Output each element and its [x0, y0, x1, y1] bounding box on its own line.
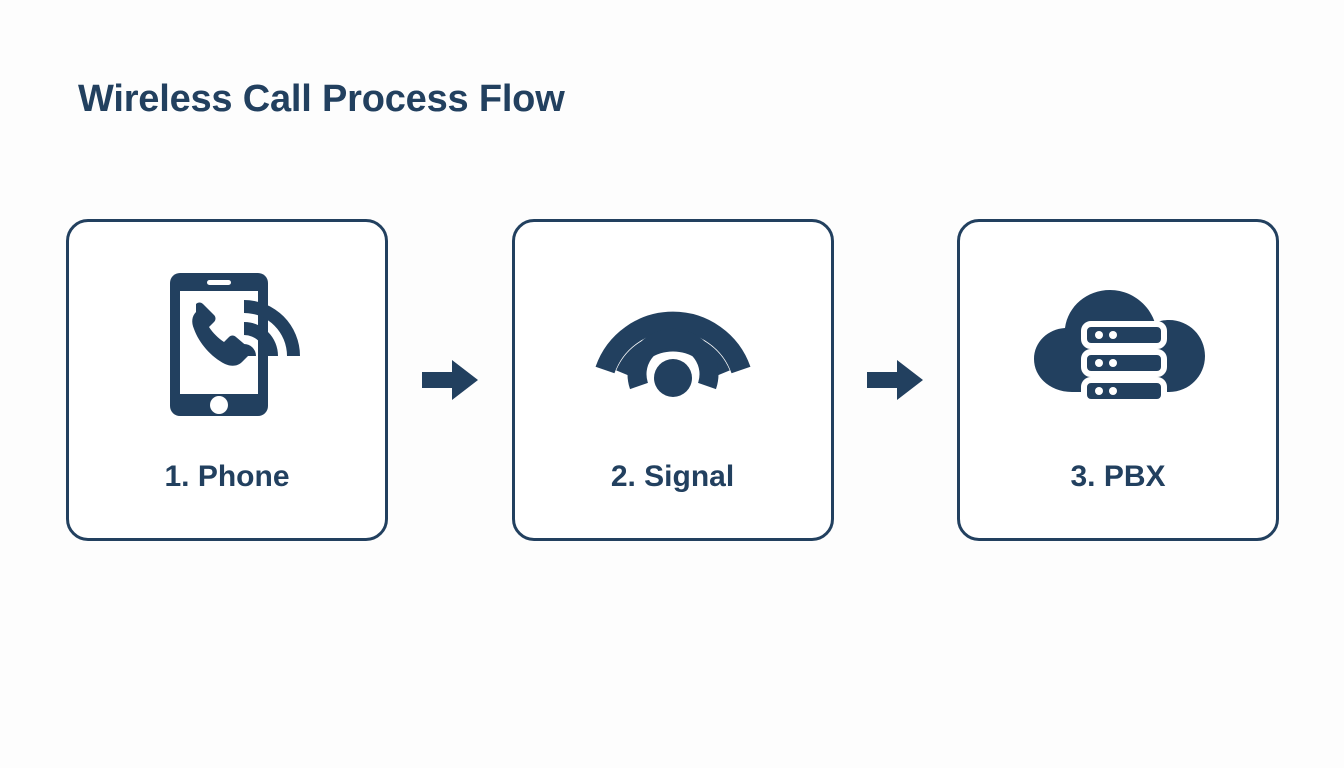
process-flow-row: 1. Phone	[66, 218, 1279, 542]
arrow-right-icon	[421, 358, 478, 402]
cloud-server-icon	[1028, 284, 1208, 404]
step-icon-wrap	[69, 244, 385, 444]
page-title: Wireless Call Process Flow	[78, 78, 565, 120]
step-card-signal[interactable]: 2. Signal	[511, 219, 834, 541]
mobile-phone-call-signal-icon	[152, 267, 302, 422]
flow-connector	[419, 349, 481, 411]
step-card-phone[interactable]: 1. Phone	[66, 219, 388, 541]
step-label: 2. Signal	[610, 460, 735, 493]
step-label: 1. Phone	[164, 460, 290, 493]
wireless-signal-icon	[595, 274, 751, 414]
step-card-pbx[interactable]: 3. PBX	[957, 219, 1279, 541]
flow-connector	[864, 349, 926, 411]
step-icon-wrap	[960, 244, 1276, 444]
arrow-right-icon	[867, 358, 924, 402]
step-label: 3. PBX	[1070, 460, 1166, 493]
step-icon-wrap	[515, 244, 831, 444]
